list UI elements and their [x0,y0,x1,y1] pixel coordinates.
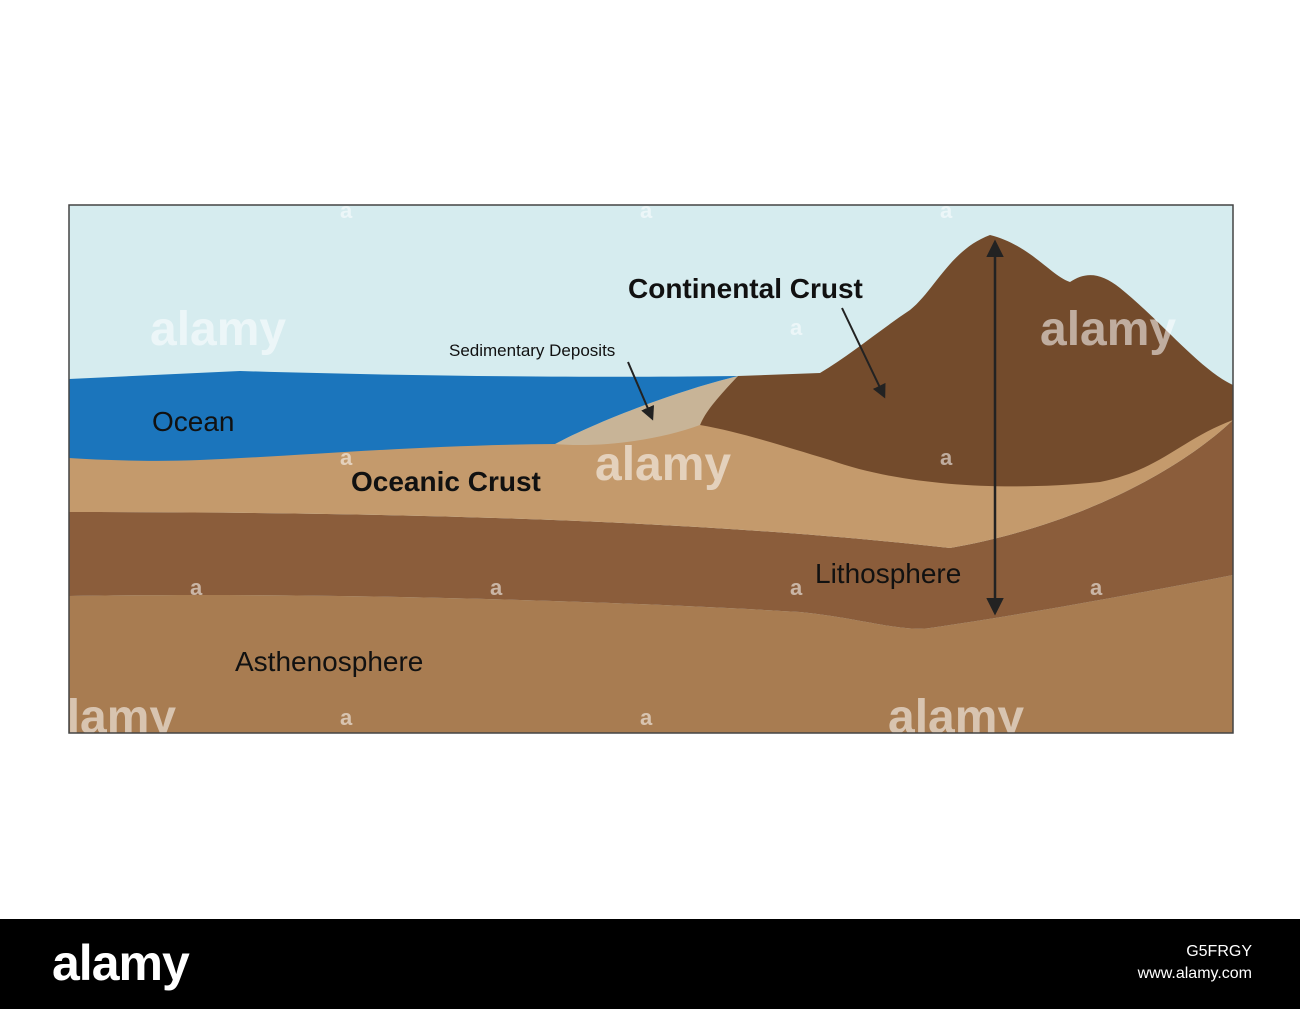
svg-text:alamy: alamy [1040,303,1176,356]
footer-bar: alamy G5FRGY www.alamy.com [0,919,1300,1009]
label-oceanic-crust: Oceanic Crust [351,466,541,497]
diagram-frame [68,204,1234,734]
mountain-continental-crust [700,235,1233,487]
label-asthenosphere: Asthenosphere [235,646,423,677]
lithosphere-layer [69,420,1233,629]
earth-layers-diagram: alamy alamy alamy alamy alamy a a a a a … [40,198,1234,744]
svg-text:a: a [790,575,803,600]
svg-text:a: a [940,198,953,223]
watermark: alamy alamy alamy alamy alamy a a a a a … [40,198,1176,744]
sedimentary-deposits-pointer [627,361,655,421]
svg-text:a: a [1090,575,1103,600]
label-continental-crust: Continental Crust [628,273,863,304]
asthenosphere-layer [69,575,1233,733]
svg-text:alamy: alamy [150,303,286,356]
svg-text:a: a [340,705,353,730]
label-ocean: Ocean [152,406,235,437]
continental-crust-pointer [841,307,886,399]
svg-text:a: a [940,445,953,470]
svg-text:a: a [790,315,803,340]
svg-text:alamy: alamy [40,691,176,744]
image-credit: G5FRGY www.alamy.com [1138,941,1252,985]
svg-text:a: a [640,705,653,730]
alamy-logo: alamy [52,935,190,991]
ocean-water [69,371,738,461]
svg-text:a: a [340,445,353,470]
svg-text:a: a [640,198,653,223]
site-url: www.alamy.com [1137,965,1252,982]
label-sedimentary-deposits: Sedimentary Deposits [449,341,615,360]
svg-text:alamy: alamy [595,438,731,491]
label-lithosphere: Lithosphere [815,558,961,589]
svg-text:a: a [190,575,203,600]
svg-text:alamy: alamy [888,691,1024,744]
svg-text:a: a [340,198,353,223]
image-id: G5FRGY [1186,943,1252,960]
svg-text:a: a [490,575,503,600]
